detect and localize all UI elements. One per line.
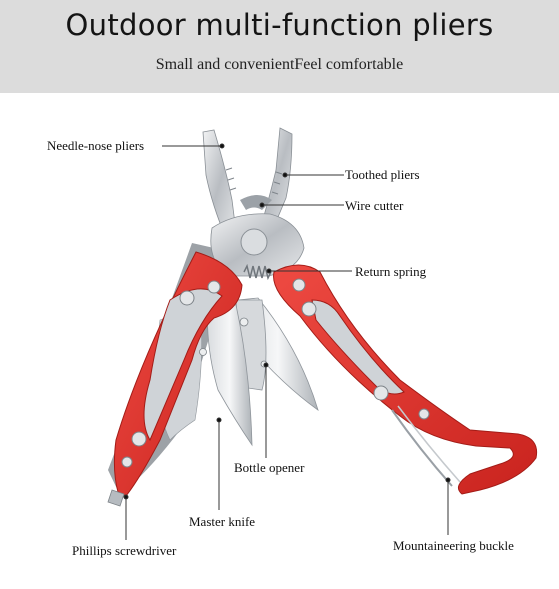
rivet (292, 278, 306, 292)
rivet (301, 301, 317, 317)
right-handle-slot (311, 299, 405, 395)
rivet (121, 456, 133, 468)
rivet (373, 385, 389, 401)
label-return-spring: Return spring (355, 264, 427, 279)
callout-dot (445, 477, 451, 483)
callout-dot (259, 202, 265, 208)
page-subtitle: Small and convenientFeel comfortable (155, 56, 404, 73)
rivet (131, 431, 147, 447)
callout-dot (216, 417, 222, 423)
label-phillips-screwdriver: Phillips screwdriver (72, 543, 177, 558)
master-knife-blade (207, 301, 253, 447)
label-toothed-pliers: Toothed pliers (345, 167, 420, 182)
callout-lines (123, 143, 451, 540)
page-title: Outdoor multi-function pliers (65, 8, 494, 42)
callout-dot (123, 494, 129, 500)
label-wire-cutter: Wire cutter (345, 198, 404, 213)
return-spring (243, 263, 272, 281)
blade-hole (239, 317, 249, 327)
label-mountaineering-buckle: Mountaineering buckle (393, 538, 514, 553)
label-bottle-opener: Bottle opener (234, 460, 305, 475)
rivets (121, 278, 430, 468)
header-banner: Outdoor multi-function pliers Small and … (0, 0, 559, 93)
carabiner-gate-wire (397, 405, 461, 483)
callout-dot (282, 172, 288, 178)
callout-dot (266, 268, 272, 274)
label-master-knife: Master knife (189, 514, 256, 529)
callout-dot (219, 143, 225, 149)
right-red-handle (273, 264, 538, 495)
pivot-rivet (240, 228, 268, 256)
callout-dot (263, 362, 269, 368)
rivet (207, 280, 221, 294)
jaw-teeth (225, 167, 283, 195)
rivet (179, 290, 195, 306)
label-needle-nose-pliers: Needle-nose pliers (47, 138, 145, 153)
phillips-screwdriver-tip (107, 489, 125, 507)
blade-hole (199, 348, 207, 356)
rivet (418, 408, 430, 420)
carabiner-gate-wire (391, 409, 453, 487)
